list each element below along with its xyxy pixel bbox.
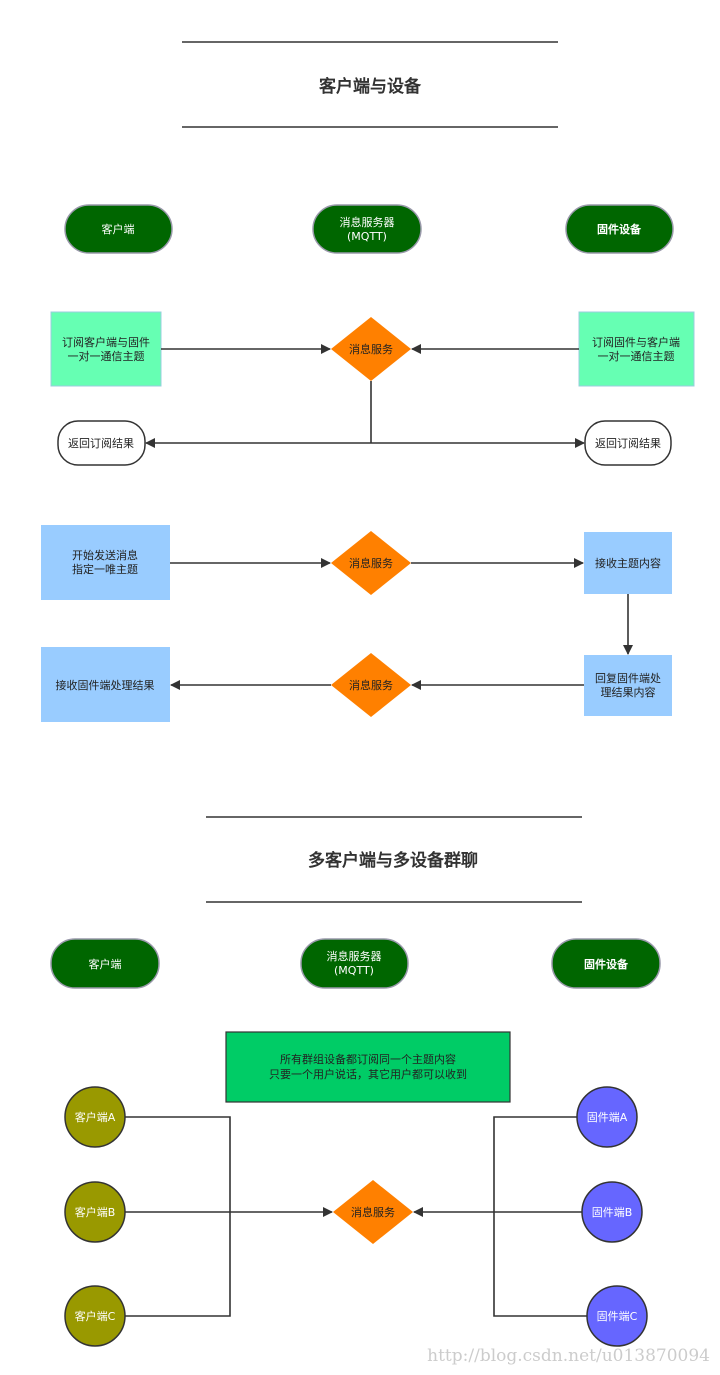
svg-text:开始发送消息: 开始发送消息 <box>72 548 138 562</box>
receive-topic-box: 接收主题内容 <box>584 532 672 594</box>
return-right: 返回订阅结果 <box>584 420 672 466</box>
note-box: 所有群组设备都订阅同一个主题内容 只要一个用户说话，其它用户都可以收到 <box>225 1031 511 1103</box>
return-left: 返回订阅结果 <box>57 420 146 466</box>
svg-text:消息服务: 消息服务 <box>351 1205 395 1219</box>
svg-text:所有群组设备都订阅同一个主题内容: 所有群组设备都订阅同一个主题内容 <box>280 1052 456 1066</box>
device-b: 固件端B <box>581 1181 643 1243</box>
reply-box: 回复固件端处 理结果内容 <box>584 655 672 716</box>
device-c: 固件端C <box>586 1285 648 1347</box>
lane-server: 消息服务器 (MQTT) <box>312 204 422 254</box>
service-diamond-1: 消息服务 <box>331 317 411 381</box>
section1-title: 客户端与设备 <box>318 76 422 97</box>
svg-text:固件设备: 固件设备 <box>584 957 629 971</box>
svg-text:一对一通信主题: 一对一通信主题 <box>598 349 675 363</box>
svg-text:订阅固件与客户端: 订阅固件与客户端 <box>592 335 680 349</box>
lane-server-2: 消息服务器 (MQTT) <box>300 938 409 989</box>
svg-text:固件端A: 固件端A <box>587 1111 628 1124</box>
svg-text:回复固件端处: 回复固件端处 <box>595 671 661 685</box>
svg-text:(MQTT): (MQTT) <box>347 230 387 243</box>
svg-text:返回订阅结果: 返回订阅结果 <box>595 437 661 450</box>
lane-client-2: 客户端 <box>50 938 160 989</box>
subscribe-device-box: 订阅固件与客户端 一对一通信主题 <box>578 311 695 387</box>
client-a: 客户端A <box>64 1086 126 1148</box>
lane-client: 客户端 <box>64 204 173 254</box>
svg-text:理结果内容: 理结果内容 <box>601 685 656 699</box>
svg-text:消息服务器: 消息服务器 <box>327 949 382 963</box>
send-box: 开始发送消息 指定一唯主题 <box>41 525 170 600</box>
service-diamond-group: 消息服务 <box>333 1180 413 1244</box>
connector <box>125 1116 231 1317</box>
svg-text:接收固件端处理结果: 接收固件端处理结果 <box>56 678 155 692</box>
svg-text:客户端B: 客户端B <box>75 1205 116 1219</box>
svg-text:一对一通信主题: 一对一通信主题 <box>68 349 145 363</box>
svg-text:客户端: 客户端 <box>102 222 135 236</box>
client-b: 客户端B <box>64 1181 126 1243</box>
svg-text:返回订阅结果: 返回订阅结果 <box>68 437 134 450</box>
svg-text:消息服务器: 消息服务器 <box>340 215 395 229</box>
svg-text:消息服务: 消息服务 <box>349 556 393 570</box>
svg-text:订阅客户端与固件: 订阅客户端与固件 <box>62 335 150 349</box>
svg-text:客户端A: 客户端A <box>75 1110 116 1124</box>
section2-title: 多客户端与多设备群聊 <box>308 850 478 871</box>
svg-text:客户端C: 客户端C <box>75 1309 116 1323</box>
client-c: 客户端C <box>64 1285 126 1347</box>
device-a: 固件端A <box>576 1086 638 1148</box>
service-diamond-2: 消息服务 <box>331 531 411 595</box>
subscribe-client-box: 订阅客户端与固件 一对一通信主题 <box>50 311 162 387</box>
svg-text:指定一唯主题: 指定一唯主题 <box>72 562 138 576</box>
svg-text:固件设备: 固件设备 <box>597 222 642 236</box>
svg-text:(MQTT): (MQTT) <box>334 964 374 977</box>
svg-text:只要一个用户说话，其它用户都可以收到: 只要一个用户说话，其它用户都可以收到 <box>269 1067 467 1081</box>
connector <box>493 1116 587 1317</box>
lane-device-2: 固件设备 <box>551 938 661 989</box>
svg-text:消息服务: 消息服务 <box>349 342 393 356</box>
svg-text:接收主题内容: 接收主题内容 <box>595 556 661 570</box>
receive-result-box: 接收固件端处理结果 <box>41 647 170 722</box>
svg-text:固件端C: 固件端C <box>597 1310 638 1323</box>
svg-text:客户端: 客户端 <box>89 957 122 971</box>
service-diamond-3: 消息服务 <box>331 653 411 717</box>
watermark: http://blog.csdn.net/u013870094 <box>427 1346 710 1366</box>
svg-text:消息服务: 消息服务 <box>349 678 393 692</box>
lane-device: 固件设备 <box>565 204 674 254</box>
svg-text:固件端B: 固件端B <box>592 1206 633 1219</box>
